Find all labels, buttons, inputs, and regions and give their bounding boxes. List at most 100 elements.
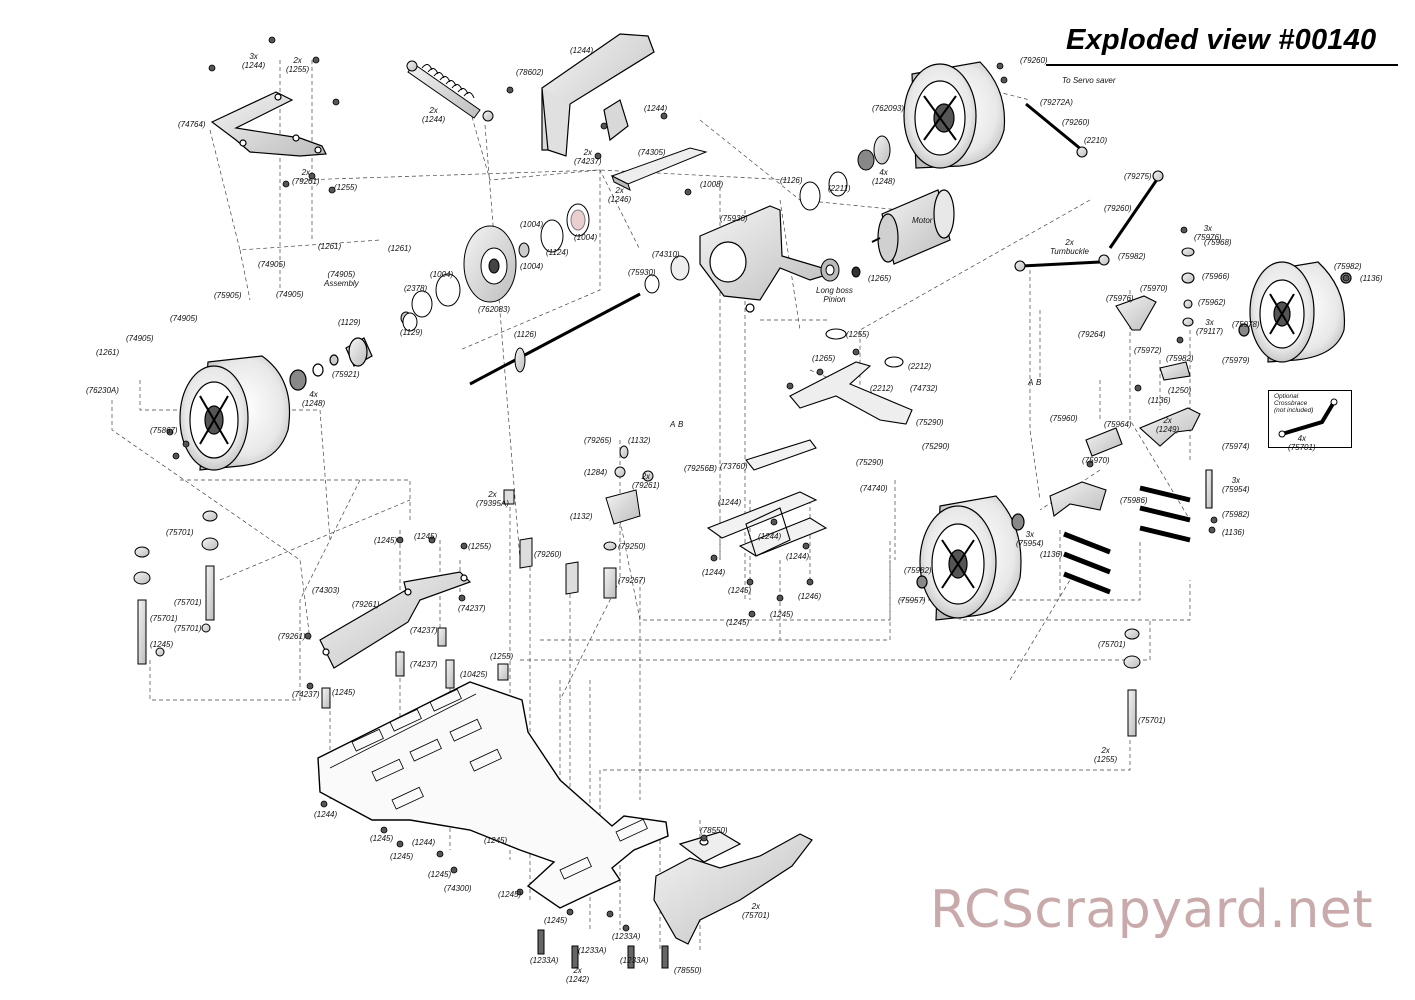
part-label: (74732) (910, 384, 938, 393)
part-label: (1245) (374, 536, 398, 545)
part-label: 2x (79261) (292, 168, 320, 186)
part-label: (75930) (628, 268, 656, 277)
part-label: (2212) (870, 384, 894, 393)
shock-absorber (406, 60, 494, 122)
part-label: 2x (1249) (1156, 416, 1180, 434)
part-label: (762083) (478, 305, 511, 314)
part-label: (1261) (318, 242, 342, 251)
part-label: (1004) (520, 262, 544, 271)
part-label: (75905) (214, 291, 242, 300)
part-label: 2x (75701) (742, 902, 770, 920)
part-label: (75701) (174, 624, 202, 633)
part-label: 2x (79395A) (476, 490, 509, 508)
part-label: 2x (79261) (632, 472, 660, 490)
upper-deck (319, 571, 472, 669)
part-label: (1255) (846, 330, 870, 339)
part-label: (1004) (574, 233, 598, 242)
part-label: (1245) (728, 586, 752, 595)
part-label: (75701) (174, 598, 202, 607)
part-label: (79256B) (684, 464, 717, 473)
part-label: (75970) (1082, 456, 1110, 465)
part-label: (75982) (1118, 252, 1146, 261)
part-label: (1245) (498, 890, 522, 899)
part-label: (75982) (904, 566, 932, 575)
part-label: (78602) (516, 68, 544, 77)
part-label: (1284) (584, 468, 608, 477)
left-rear-wheel (179, 337, 373, 471)
part-label: (79250) (618, 542, 646, 551)
part-label: (1126) (514, 330, 537, 339)
marker-b: B (678, 420, 684, 429)
lower-plates (706, 439, 828, 557)
part-label: (1136) (1148, 396, 1171, 405)
part-label: (1255) (468, 542, 492, 551)
part-label: 4x (1248) (872, 168, 896, 186)
part-label: (1261) (96, 348, 120, 357)
main-chassis (317, 681, 669, 909)
part-label: (1244) (758, 532, 782, 541)
rear-upper-plate (210, 91, 327, 157)
part-label: (1244) (570, 46, 594, 55)
part-label: (74905) (126, 334, 154, 343)
part-label: (1245) (726, 618, 750, 627)
marker-a-right: A (1028, 378, 1034, 387)
part-label: (75970) (1140, 284, 1168, 293)
part-label: (1008) (700, 180, 724, 189)
part-label: (1244) (412, 838, 436, 847)
part-label: (1244) (644, 104, 668, 113)
right-rear-hub (799, 135, 891, 211)
part-label: (1129) (400, 328, 423, 337)
part-label: (2211) (828, 184, 851, 193)
part-label: (75982) (1166, 354, 1194, 363)
steering-post (603, 445, 654, 599)
center-brace (789, 328, 913, 425)
part-label: (79264) (1078, 330, 1106, 339)
part-label: (74905) (276, 290, 304, 299)
part-label: 3x (75954) (1016, 530, 1044, 548)
note-pinion: Long boss Pinion (816, 286, 853, 304)
part-label: (1233A) (620, 956, 649, 965)
part-label: (75974) (1222, 442, 1250, 451)
page-title: Exploded view #00140 (1066, 24, 1377, 56)
part-label: (1233A) (612, 932, 641, 941)
part-label: (1136) (1222, 528, 1245, 537)
part-label: 2x (74237) (574, 148, 602, 166)
title-underline (1046, 64, 1398, 66)
part-label: (75968) (1204, 238, 1232, 247)
part-label: (1004) (430, 270, 454, 279)
part-label: (75290) (916, 418, 944, 427)
part-label: (74305) (638, 148, 666, 157)
part-label: (10425) (460, 670, 488, 679)
part-label: (74764) (178, 120, 206, 129)
standoffs (321, 627, 509, 709)
part-label: (2210) (1084, 136, 1108, 145)
part-label: (79260) (534, 550, 562, 559)
part-label: (1244) (314, 810, 338, 819)
pod-springs-right (1123, 628, 1141, 737)
wing-mount-plate (610, 147, 708, 191)
part-label: (78550) (674, 966, 702, 975)
part-label: (79261) (278, 632, 306, 641)
part-label: (74303) (312, 586, 340, 595)
front-wing (653, 831, 813, 945)
part-label: (75960) (1050, 414, 1078, 423)
steering-turnbuckles (1014, 102, 1164, 272)
part-label: (1245) (428, 870, 452, 879)
part-label: (75867) (150, 426, 178, 435)
part-label: (1255) (334, 183, 358, 192)
part-label: 2x (1244) (422, 106, 446, 124)
part-label: (1265) (812, 354, 836, 363)
part-label: (74905) (170, 314, 198, 323)
note-assembly: (74905) Assembly (324, 270, 359, 288)
part-label: (75701) (150, 614, 178, 623)
part-label: (75921) (332, 370, 360, 379)
part-label: (75701) (1138, 716, 1166, 725)
part-label: 4x (1248) (302, 390, 326, 408)
part-label: 2x (1246) (608, 186, 632, 204)
front-left-wheel (916, 495, 1025, 621)
part-label: (75966) (1202, 272, 1230, 281)
part-label: (74237) (410, 660, 438, 669)
part-label: 2x (1255) (1094, 746, 1118, 764)
part-label: (1136) (1040, 550, 1063, 559)
part-label: (73760) (720, 462, 748, 471)
